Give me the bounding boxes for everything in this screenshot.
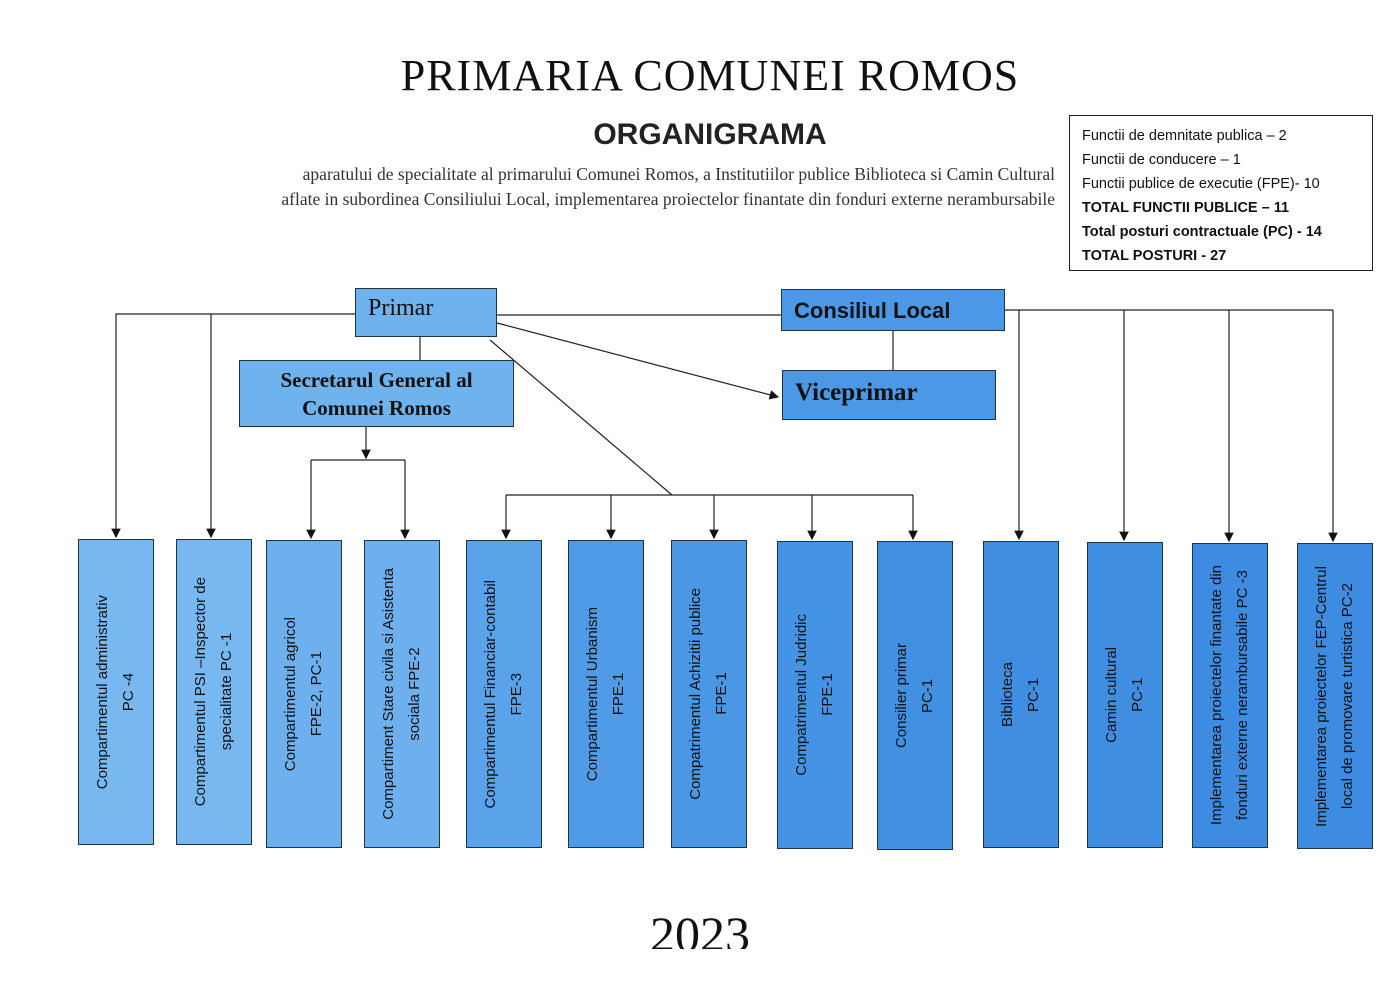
connector <box>489 339 673 496</box>
department-label: Compartimentul PSI –Inspector de special… <box>192 577 235 807</box>
department-label: Compartiment Stare civila si Asistenta s… <box>380 568 423 820</box>
year-label: 2023 <box>650 906 750 949</box>
page-subtitle: ORGANIGRAMA <box>593 118 827 151</box>
department-box: Compartimentul PSI –Inspector de special… <box>176 539 252 845</box>
department-label: Compartimentul agricol FPE-2, PC-1 <box>282 616 325 772</box>
department-box: Compartiment Stare civila si Asistenta s… <box>364 540 440 848</box>
department-box: Compatrimentul Achizitii publice FPE-1 <box>671 540 747 848</box>
summary-line: Total posturi contractuale (PC) - 14 <box>1082 224 1322 240</box>
department-box: Implementarea proiectelor finantate din … <box>1192 543 1268 848</box>
summary-line: TOTAL FUNCTII PUBLICE – 11 <box>1082 200 1290 216</box>
description-line: aflate in subordinea Consiliului Local, … <box>281 189 1055 209</box>
department-label: Compartimentul Financiar-contabil FPE-3 <box>482 579 525 809</box>
department-label: Compatrimentul Judridic FPE-1 <box>793 614 836 776</box>
summary-box: Functii de demnitate publica – 2 Functii … <box>1069 115 1373 271</box>
secretar-label: Comunei Romos <box>302 396 451 420</box>
department-label: Implementarea proiectelor finantate din … <box>1208 565 1251 826</box>
secretar-general-box: Secretarul General al Comunei Romos <box>239 360 514 427</box>
summary-line: Functii publice de executie (FPE)- 10 <box>1082 176 1320 192</box>
primar-box: Primar <box>355 288 497 337</box>
department-box: Compartimentul Financiar-contabil FPE-3 <box>466 540 542 848</box>
department-label: Compartimentul administrativ PC -4 <box>94 594 137 790</box>
department-box: Compartimentul Urbanism FPE-1 <box>568 540 644 848</box>
viceprimar-box: Viceprimar <box>782 370 996 420</box>
description: aparatului de specialitate al primarului… <box>150 162 1055 212</box>
department-box: Compatrimentul Judridic FPE-1 <box>777 541 853 849</box>
connector <box>111 313 355 539</box>
department-box: Implementarea proiectelor FEP-Centrul lo… <box>1297 543 1373 849</box>
consiliul-local-box: Consiliul Local <box>781 289 1005 331</box>
department-label: Implementarea proiectelor FEP-Centrul lo… <box>1313 565 1356 827</box>
secretar-label: Secretarul General al <box>280 368 473 392</box>
department-box: Camin cultural PC-1 <box>1087 542 1163 848</box>
department-label: Consilier primar PC-1 <box>893 642 936 749</box>
summary-line: TOTAL POSTURI - 27 <box>1082 248 1227 264</box>
department-box: Biblioteca PC-1 <box>983 541 1059 848</box>
description-line: aparatului de specialitate al primarului… <box>302 164 1055 184</box>
department-box: Consilier primar PC-1 <box>877 541 953 850</box>
summary-line: Functii de demnitate publica – 2 <box>1082 128 1287 144</box>
department-label: Camin cultural PC-1 <box>1103 647 1146 743</box>
department-label: Biblioteca PC-1 <box>999 661 1042 728</box>
department-box: Compartimentul agricol FPE-2, PC-1 <box>266 540 342 848</box>
page-title: PRIMARIA COMUNEI ROMOS <box>400 51 1020 100</box>
department-label: Compartimentul Urbanism FPE-1 <box>584 606 627 782</box>
department-label: Compatrimentul Achizitii publice FPE-1 <box>687 588 730 800</box>
connector <box>496 322 780 400</box>
summary-line: Functii de conducere – 1 <box>1082 152 1241 168</box>
department-box: Compartimentul administrativ PC -4 <box>78 539 154 845</box>
